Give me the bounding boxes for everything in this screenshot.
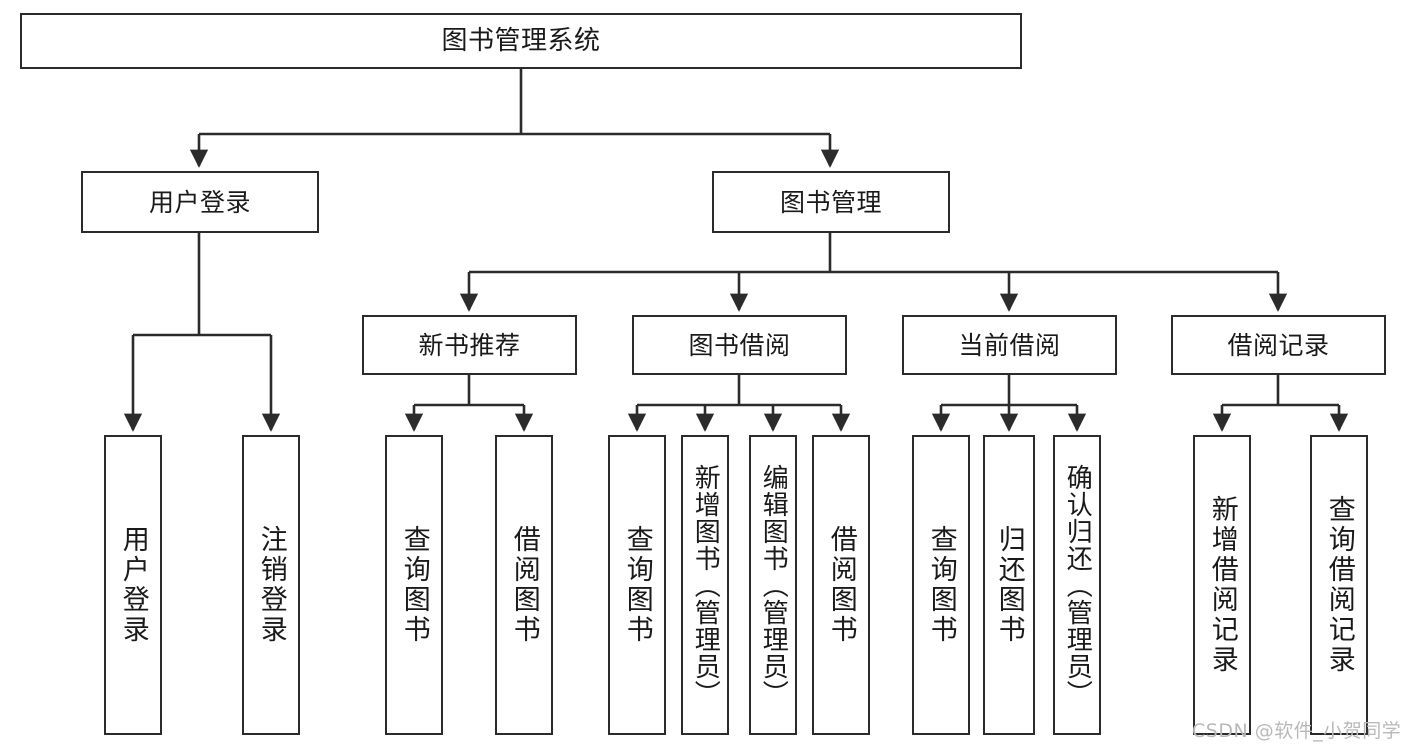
node-label: 借阅图书 <box>508 525 540 645</box>
node-label: 查询图书 <box>398 525 430 645</box>
node-leaf-logout-login[interactable]: 注销登录 <box>242 435 300 735</box>
node-label: 借阅记录 <box>1227 330 1330 360</box>
node-leaf-borrow-book-2[interactable]: 借阅图书 <box>812 435 870 735</box>
node-leaf-query-book-1[interactable]: 查询图书 <box>385 435 443 735</box>
node-root-system[interactable]: 图书管理系统 <box>20 13 1022 69</box>
node-label: 归还图书 <box>993 525 1025 645</box>
node-book-management[interactable]: 图书管理 <box>712 171 950 233</box>
node-label: 查询图书 <box>621 525 653 645</box>
node-leaf-add-book[interactable]: 新增图书（管理员） <box>681 435 729 735</box>
node-label: 用户登录 <box>117 525 149 645</box>
node-borrow-record[interactable]: 借阅记录 <box>1171 315 1386 375</box>
node-label: 确认归还（管理员） <box>1062 463 1093 707</box>
node-leaf-query-book-2[interactable]: 查询图书 <box>608 435 666 735</box>
node-leaf-query-record[interactable]: 查询借阅记录 <box>1310 435 1368 735</box>
node-leaf-return-book[interactable]: 归还图书 <box>983 435 1035 735</box>
node-label: 新增图书（管理员） <box>690 463 721 707</box>
node-current-borrow[interactable]: 当前借阅 <box>902 315 1117 375</box>
node-user-login[interactable]: 用户登录 <box>81 171 319 233</box>
node-label: 查询借阅记录 <box>1323 495 1355 675</box>
node-leaf-user-login[interactable]: 用户登录 <box>104 435 162 735</box>
node-label: 新增借阅记录 <box>1206 495 1238 675</box>
node-book-borrow[interactable]: 图书借阅 <box>632 315 847 375</box>
node-label: 图书管理 <box>779 187 882 217</box>
node-label: 注销登录 <box>255 525 287 645</box>
node-label: 编辑图书（管理员） <box>758 463 789 707</box>
node-leaf-borrow-book-1[interactable]: 借阅图书 <box>495 435 553 735</box>
node-leaf-add-record[interactable]: 新增借阅记录 <box>1193 435 1251 735</box>
node-label: 新书推荐 <box>418 330 521 360</box>
node-leaf-confirm-return[interactable]: 确认归还（管理员） <box>1053 435 1101 735</box>
node-label: 图书管理系统 <box>441 25 601 56</box>
node-label: 查询图书 <box>925 525 957 645</box>
node-leaf-query-book-3[interactable]: 查询图书 <box>912 435 970 735</box>
node-label: 用户登录 <box>148 187 251 217</box>
node-leaf-edit-book[interactable]: 编辑图书（管理员） <box>749 435 797 735</box>
node-label: 图书借阅 <box>688 330 791 360</box>
node-label: 借阅图书 <box>825 525 857 645</box>
node-new-book-recommend[interactable]: 新书推荐 <box>362 315 577 375</box>
node-label: 当前借阅 <box>958 330 1061 360</box>
